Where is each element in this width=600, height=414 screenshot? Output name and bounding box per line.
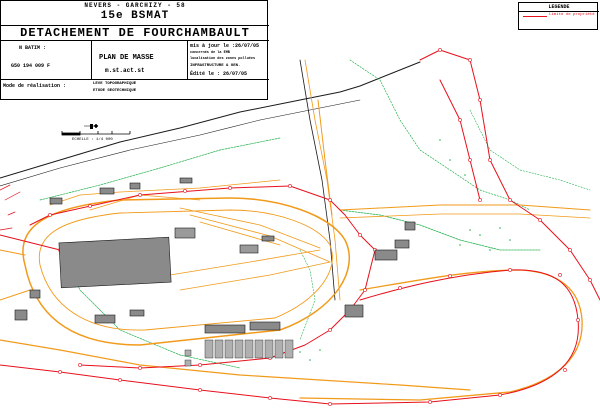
legend-title: LEGENDE — [519, 4, 599, 12]
west-spur — [0, 249, 26, 256]
detail-lines — [0, 184, 21, 231]
mode-value-2: ETUDE GEOTECHNIQUE — [93, 89, 137, 93]
legend-item: Limite de propriété — [549, 13, 595, 17]
parking-grid — [184, 339, 294, 367]
plan-subtitle: m.st.act.st — [105, 67, 145, 74]
scale-bar — [61, 123, 131, 136]
building — [49, 197, 63, 205]
building — [99, 187, 115, 195]
buildings — [14, 177, 416, 334]
ring-road — [22, 197, 350, 346]
update-info: mis à jour le :26/07/05 — [190, 43, 260, 49]
rail-vertical — [317, 99, 333, 216]
building — [404, 221, 416, 231]
rail-siding-4 — [169, 249, 321, 276]
boundary-markers — [48, 48, 592, 406]
legend: LEGENDE Limite de propriété — [518, 2, 599, 30]
building — [374, 249, 398, 261]
vegetation-line-4 — [469, 109, 591, 191]
update-detail: concernés de la EMB — [190, 51, 230, 55]
southeast-road — [299, 269, 583, 401]
vegetation-line — [39, 137, 281, 201]
west-spur-2 — [0, 289, 31, 301]
river-bank-line-2 — [0, 99, 361, 187]
building — [261, 235, 275, 242]
code-label: N BATIM : — [19, 45, 47, 51]
vegetation-line-2 — [349, 59, 531, 211]
main-warehouse — [58, 236, 172, 289]
north-arrow-icon — [84, 123, 99, 129]
location-line: NEVERS - GARCHIZY - 58 — [84, 2, 186, 9]
vegetation-line-3 — [339, 209, 541, 251]
rail-siding-3 — [199, 221, 281, 246]
building — [29, 289, 41, 299]
vegetation-line-6 — [299, 249, 316, 341]
author: INFRASTRUCTURE & GEN. — [190, 64, 241, 68]
building — [14, 309, 28, 321]
rail-siding-1 — [179, 207, 321, 249]
building — [249, 321, 281, 331]
vegetation-marks — [299, 139, 511, 361]
rail-siding-2 — [189, 214, 331, 263]
mode-value: LEVE TOPOGRAPHIQUE — [93, 82, 137, 86]
code-value: G50 194 009 F — [11, 63, 51, 69]
building — [129, 182, 141, 190]
property-boundary — [0, 49, 600, 405]
east-road — [339, 204, 591, 211]
building — [239, 244, 259, 254]
title-block: NEVERS - GARCHIZY - 58 15e BSMAT DETACHE… — [0, 0, 269, 100]
mode-label: Mode de réalisation : — [3, 83, 67, 89]
ring-road-inner — [38, 209, 333, 331]
rail-siding-5 — [179, 261, 331, 291]
east-road-2 — [339, 213, 591, 219]
plan-title: PLAN DE MASSE — [99, 54, 154, 62]
north-roads — [49, 179, 281, 206]
building — [344, 304, 364, 318]
building — [174, 227, 196, 239]
legend-swatch — [523, 16, 547, 17]
building — [179, 177, 193, 184]
building — [129, 309, 145, 317]
scale-label: ECHELLE : 1/4 000 — [72, 138, 113, 142]
building — [394, 239, 410, 249]
update-detail-2: localisation des zones polluées — [190, 57, 256, 61]
south-road — [0, 339, 471, 391]
building — [204, 324, 246, 334]
river-bank-line — [0, 61, 421, 179]
building — [94, 314, 116, 324]
unit-name: 15e BSMAT — [100, 10, 170, 22]
site-name: DETACHEMENT DE FOURCHAMBAULT — [1, 25, 269, 41]
railway-track — [299, 59, 336, 301]
railway-track-2 — [304, 59, 341, 301]
edit-date: Édité le : 26/07/05 — [190, 71, 248, 77]
